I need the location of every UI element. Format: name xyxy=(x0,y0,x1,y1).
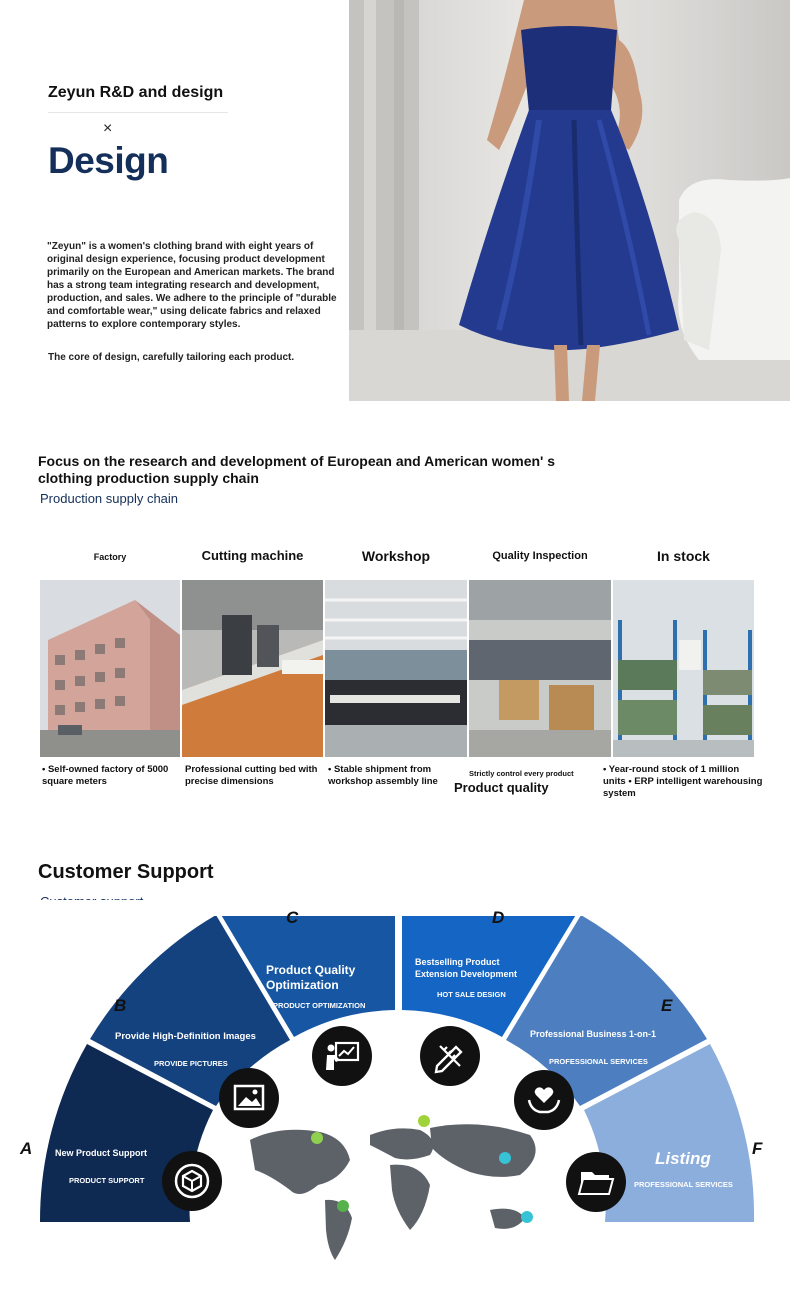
brand-core-statement: The core of design, carefully tailoring … xyxy=(48,352,295,363)
segment-b-sub: PROVIDE PICTURES xyxy=(154,1059,228,1068)
supply-chain-subtitle: Production supply chain xyxy=(40,491,179,506)
world-map xyxy=(250,1124,536,1260)
segment-e-shape xyxy=(506,915,707,1106)
design-tools-icon xyxy=(420,1026,480,1086)
stock-warehouse-photo xyxy=(613,580,754,757)
map-pins xyxy=(311,1115,533,1223)
segment-e-title: Professional Business 1-on-1 xyxy=(530,1029,657,1039)
brand-description: "Zeyun" is a women's clothing brand with… xyxy=(47,241,337,330)
segment-letter-c: C xyxy=(286,908,299,927)
image-icon xyxy=(219,1068,279,1128)
segment-letter-b: B xyxy=(114,996,127,1015)
segment-c-sub: PRODUCT OPTIMIZATION xyxy=(273,1001,366,1010)
support-fan-diagram xyxy=(0,865,790,1296)
segment-f-title: Listing xyxy=(655,1149,711,1168)
step-label-cutting: Cutting machine xyxy=(201,548,304,563)
segment-letter-f: F xyxy=(752,1139,763,1158)
stock-caption: • Year-round stock of 1 million units • … xyxy=(603,764,763,799)
quality-inspection-photo xyxy=(469,580,611,757)
supply-chain-title: Focus on the research and development of… xyxy=(38,453,556,486)
cutting-caption: Professional cutting bed with precise di… xyxy=(185,764,318,787)
segment-b-title: Provide High-Definition Images xyxy=(115,1031,256,1042)
segment-letter-d: D xyxy=(492,908,505,927)
segment-d-sub: HOT SALE DESIGN xyxy=(437,990,506,999)
segment-letter-e: E xyxy=(661,996,673,1015)
design-word: Design xyxy=(48,140,169,181)
cutting-machine-photo xyxy=(182,580,323,757)
brand-title: Zeyun R&D and design xyxy=(48,84,224,101)
box-icon xyxy=(162,1151,222,1211)
factory-photo xyxy=(40,580,180,757)
x-mark: × xyxy=(103,120,113,137)
quality-caption-small: Strictly control every product xyxy=(469,769,574,778)
workshop-caption: • Stable shipment from workshop assembly… xyxy=(328,764,438,787)
step-label-stock: In stock xyxy=(657,548,710,564)
hero-dress-photo xyxy=(349,0,790,401)
customer-support-title: Customer Support xyxy=(38,861,214,883)
folder-icon xyxy=(566,1152,626,1212)
segment-d-title: Bestselling Product Extension Developmen… xyxy=(415,957,518,979)
title-divider xyxy=(48,112,228,113)
segment-a-title: New Product Support xyxy=(55,1148,147,1158)
segment-c-title: Product Quality Optimization xyxy=(266,963,356,992)
heart-hand-icon xyxy=(514,1070,574,1130)
step-label-workshop: Workshop xyxy=(361,548,431,564)
factory-caption: • Self-owned factory of 5000 square mete… xyxy=(42,764,169,787)
segment-b-shape xyxy=(90,915,290,1106)
segment-f-sub: PROFESSIONAL SERVICES xyxy=(634,1180,733,1189)
segment-a-sub: PRODUCT SUPPORT xyxy=(69,1176,145,1185)
step-label-factory: Factory xyxy=(93,552,127,562)
segment-f-shape xyxy=(584,1044,755,1222)
segment-letter-a: A xyxy=(20,1139,33,1158)
segment-e-sub: PROFESSIONAL SERVICES xyxy=(549,1057,648,1066)
quality-caption-big: Product quality xyxy=(454,780,549,795)
workshop-photo xyxy=(325,580,467,757)
presentation-icon xyxy=(312,1026,372,1086)
step-label-quality: Quality Inspection xyxy=(492,550,588,562)
